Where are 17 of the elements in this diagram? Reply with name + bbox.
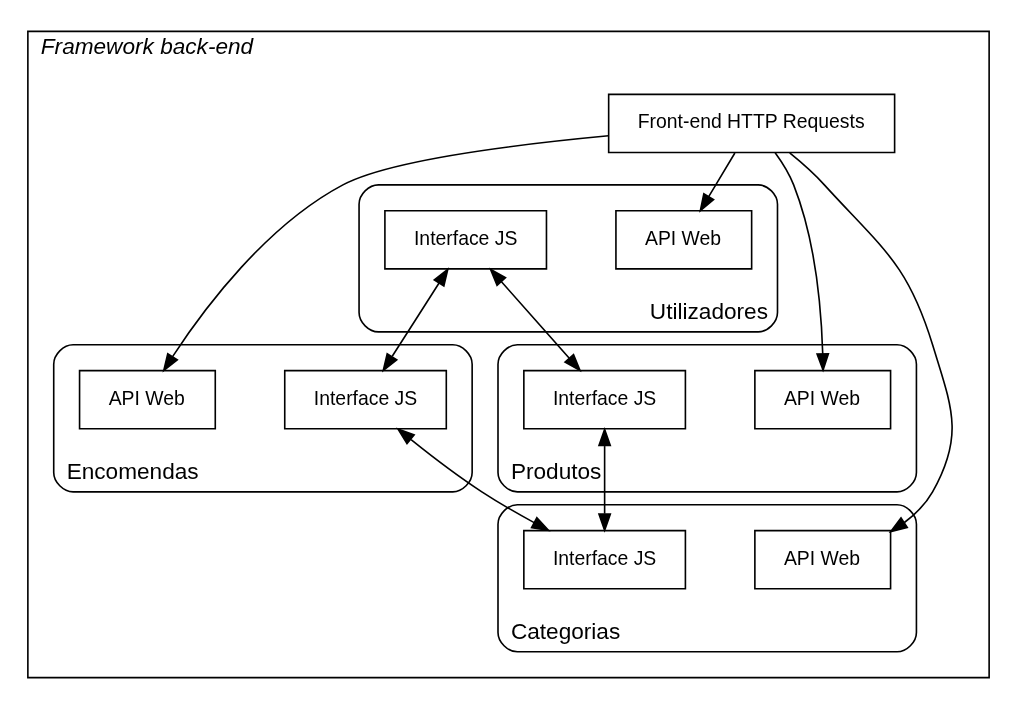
arrow <box>162 134 610 372</box>
node-box: API Web <box>754 369 892 430</box>
node-box: API Web <box>754 529 892 590</box>
node-box: Interface JS <box>283 369 448 430</box>
arrow <box>699 151 736 213</box>
node-box: Interface JS <box>384 209 548 270</box>
arrow <box>788 151 953 533</box>
arrow <box>396 426 551 531</box>
arrow <box>381 266 450 372</box>
node-box: API Web <box>615 209 753 270</box>
arrow <box>597 426 612 533</box>
node-box: Front-end HTTP Requests <box>607 93 896 153</box>
arrow <box>488 267 582 372</box>
arrow <box>774 151 830 373</box>
node-box: API Web <box>78 369 217 430</box>
node-box: Interface JS <box>523 529 687 590</box>
node-box: Interface JS <box>523 369 687 430</box>
